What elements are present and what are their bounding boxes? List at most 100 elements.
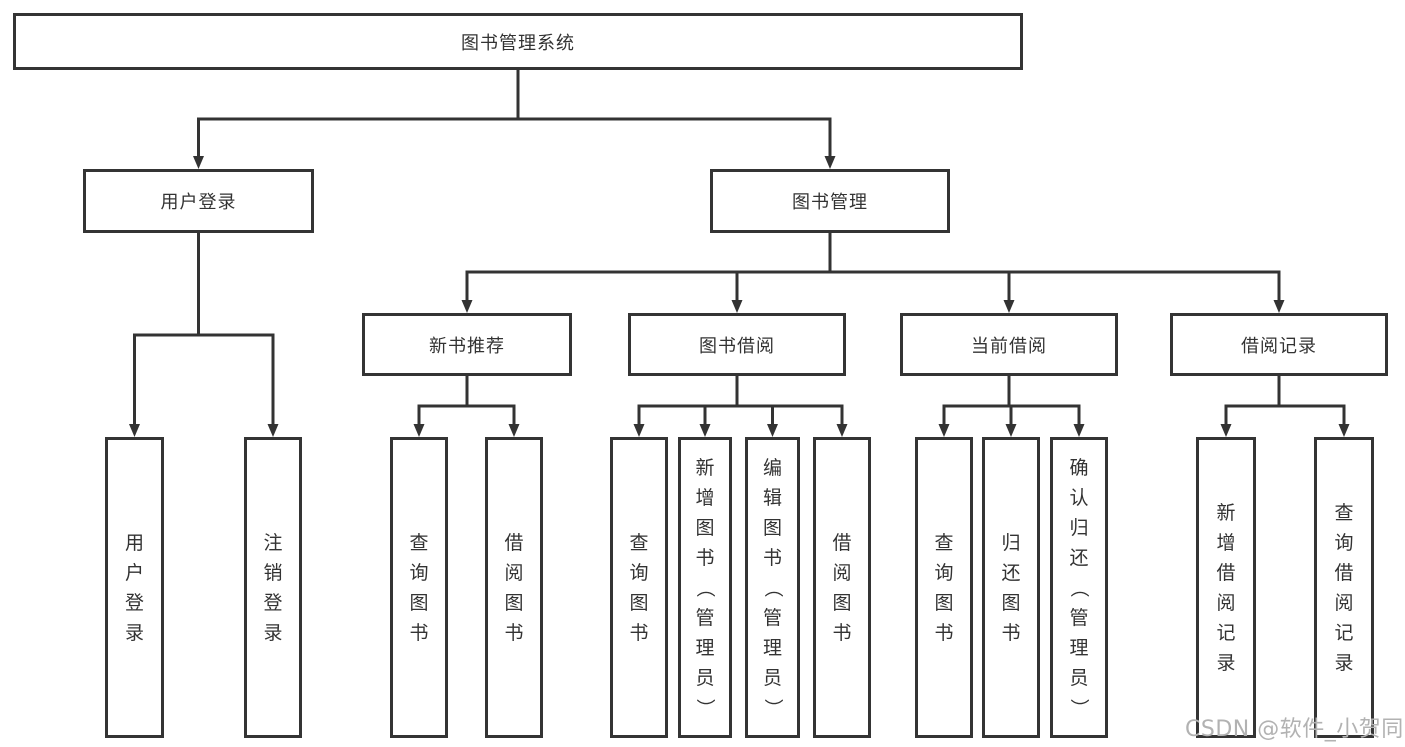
vertical-char: 图 [1001, 591, 1021, 614]
vertical-char: 理 [695, 636, 715, 659]
node-root-label: 图书管理系统 [461, 32, 575, 54]
vertical-char: 录 [263, 621, 283, 644]
vertical-char: 用 [124, 531, 144, 554]
leaf-confirm-return-admin-label: 确认归还（管理员） [1068, 453, 1090, 723]
vertical-char: 员 [695, 666, 715, 689]
vertical-char: 登 [124, 591, 144, 614]
vertical-char: 图 [629, 591, 649, 614]
arrowhead-icon [767, 424, 778, 437]
arrowhead-icon [1005, 424, 1017, 437]
arrowhead-icon [824, 156, 836, 169]
vertical-char: 询 [409, 561, 429, 584]
node-root: 图书管理系统 [13, 13, 1023, 70]
leaf-confirm-return-admin: 确认归还（管理员） [1050, 437, 1108, 738]
leaf-logout-label: 注销登录 [262, 528, 284, 648]
vertical-char: 员 [762, 666, 782, 689]
vertical-char: 询 [934, 561, 954, 584]
vertical-char: 查 [934, 531, 954, 554]
vertical-char: 编 [762, 456, 782, 479]
vertical-char: 记 [1216, 621, 1236, 644]
vertical-char: 阅 [1216, 591, 1236, 614]
vertical-char: 辑 [762, 486, 782, 509]
node-borrow-records: 借阅记录 [1170, 313, 1388, 376]
leaf-add-book-admin: 新增图书（管理员） [678, 437, 732, 738]
vertical-char: 书 [762, 546, 782, 569]
vertical-char: 管 [695, 606, 715, 629]
arrowhead-icon [193, 156, 204, 169]
vertical-char: 归 [1001, 531, 1021, 554]
vertical-char: 员 [1069, 666, 1089, 689]
vertical-char: ） [694, 697, 716, 717]
arrowhead-icon [1273, 300, 1285, 313]
vertical-char: 录 [1216, 651, 1236, 674]
vertical-char: 登 [263, 591, 283, 614]
node-book-borrow: 图书借阅 [628, 313, 846, 376]
vertical-char: 还 [1001, 561, 1021, 584]
vertical-char: 查 [1334, 501, 1354, 524]
vertical-char: ） [761, 697, 784, 717]
vertical-char: 新 [695, 456, 715, 479]
arrowhead-icon [633, 424, 645, 437]
leaf-query-borrow-record-label: 查询借阅记录 [1333, 498, 1355, 678]
vertical-char: 归 [1069, 516, 1089, 539]
watermark: CSDN @软件_小贺同学 [1185, 717, 1405, 742]
node-book-management: 图书管理 [710, 169, 950, 233]
vertical-char: 书 [832, 621, 852, 644]
vertical-char: 查 [629, 531, 649, 554]
vertical-char: 书 [695, 546, 715, 569]
arrowhead-icon [836, 424, 848, 437]
leaf-query-books-borrow-label: 查询图书 [628, 528, 650, 648]
vertical-char: 书 [629, 621, 649, 644]
vertical-char: 询 [629, 561, 649, 584]
leaf-query-borrow-record: 查询借阅记录 [1314, 437, 1374, 738]
node-user-login-label: 用户登录 [160, 192, 237, 213]
arrowhead-icon [1338, 424, 1350, 437]
vertical-char: ） [1068, 697, 1090, 717]
vertical-char: 借 [504, 531, 524, 554]
arrowhead-icon [267, 424, 279, 437]
vertical-char: 图 [504, 591, 524, 614]
arrowhead-icon [1220, 424, 1232, 437]
vertical-char: 阅 [504, 561, 524, 584]
node-new-book-recommend-label: 新书推荐 [429, 335, 505, 357]
vertical-char: 确 [1069, 456, 1089, 479]
vertical-char: 注 [263, 531, 283, 554]
vertical-char: 阅 [1334, 591, 1354, 614]
node-user-login: 用户登录 [83, 169, 314, 233]
leaf-query-books-recommend: 查询图书 [390, 437, 448, 738]
leaf-borrow-books-label: 借阅图书 [831, 528, 853, 648]
vertical-char: 录 [124, 621, 144, 644]
vertical-char: 阅 [832, 561, 852, 584]
vertical-char: 书 [504, 621, 524, 644]
leaf-edit-book-admin-label: 编辑图书（管理员） [762, 453, 784, 723]
leaf-borrow-books-recommend-label: 借阅图书 [503, 528, 525, 648]
arrowhead-icon [731, 300, 743, 313]
vertical-char: 书 [1001, 621, 1021, 644]
node-book-management-label: 图书管理 [792, 192, 868, 213]
leaf-add-book-admin-label: 新增图书（管理员） [694, 453, 716, 723]
leaf-borrow-books-recommend: 借阅图书 [485, 437, 543, 738]
vertical-char: 销 [263, 561, 283, 584]
leaf-add-borrow-record-label: 新增借阅记录 [1215, 498, 1237, 678]
vertical-char: 理 [762, 636, 782, 659]
arrowhead-icon [461, 300, 473, 313]
vertical-char: 增 [695, 486, 715, 509]
vertical-char: （ [1068, 577, 1090, 597]
arrowhead-icon [938, 424, 950, 437]
leaf-borrow-books: 借阅图书 [813, 437, 871, 738]
arrowhead-icon [129, 424, 140, 437]
leaf-query-books-recommend-label: 查询图书 [408, 528, 430, 648]
leaf-query-books-current: 查询图书 [915, 437, 973, 738]
node-current-borrow-label: 当前借阅 [971, 335, 1047, 357]
vertical-char: 书 [934, 621, 954, 644]
vertical-char: 图 [934, 591, 954, 614]
arrowhead-icon [1003, 300, 1015, 313]
leaf-add-borrow-record: 新增借阅记录 [1196, 437, 1256, 738]
arrowhead-icon [508, 424, 520, 437]
vertical-char: 询 [1334, 531, 1354, 554]
vertical-char: （ [761, 577, 784, 597]
arrowhead-icon [699, 424, 711, 437]
leaf-logout: 注销登录 [244, 437, 302, 738]
vertical-char: 录 [1334, 651, 1354, 674]
